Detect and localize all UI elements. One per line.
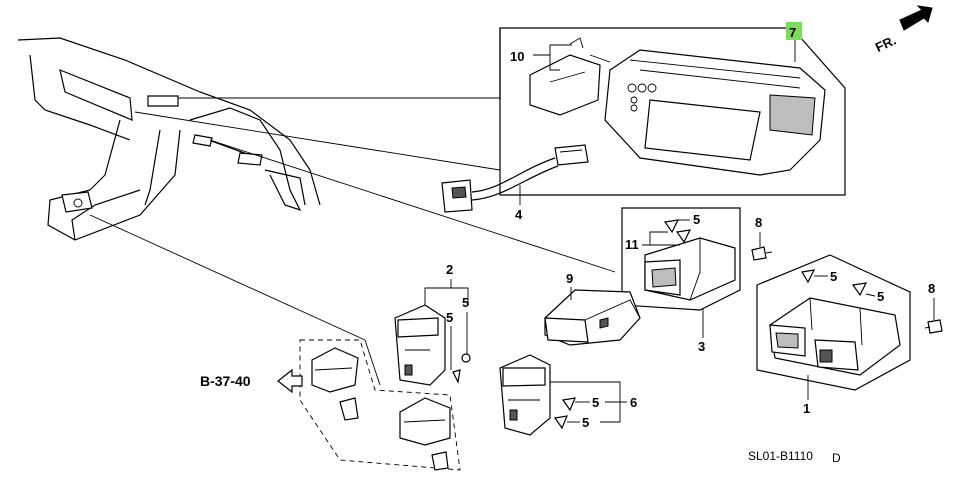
callout-2: 2 (446, 262, 453, 277)
drawing-revision: D (832, 451, 841, 465)
dashboard-outline (17, 37, 321, 241)
part-1-switch-assembly (769, 297, 901, 376)
callout-6: 6 (630, 395, 637, 410)
dashed-box (299, 339, 461, 471)
front-label: FR. (873, 32, 898, 54)
callout-11-leader (642, 231, 680, 246)
callout-5-c-leader (865, 293, 876, 297)
screw-icon (452, 353, 471, 384)
reference-arrow-icon (277, 368, 303, 394)
callout-3: 3 (698, 339, 705, 354)
screw-icon (801, 269, 868, 297)
callout-11: 11 (625, 237, 639, 252)
box-part-3 (621, 207, 741, 311)
callout-5-d: 5 (446, 310, 453, 325)
part-8-bolt-upper (751, 246, 773, 261)
callout-5-e: 5 (462, 295, 469, 310)
callout-5-f: 5 (592, 395, 599, 410)
callout-1: 1 (803, 401, 810, 416)
blank-cover-2 (399, 397, 451, 471)
callout-9: 9 (566, 271, 573, 286)
front-arrow-icon (899, 5, 933, 31)
box-part-1 (756, 254, 911, 391)
part-8-bolt-right (924, 319, 943, 334)
callout-7-highlight (786, 22, 802, 40)
callout-6-leader (550, 381, 627, 423)
screw-icon (663, 219, 692, 244)
callout-5-b: 5 (830, 269, 837, 284)
part-3-switch (644, 237, 736, 301)
callout-5-c: 5 (877, 289, 884, 304)
drawing-code: SL01-B1110 (748, 449, 813, 463)
part-7-cluster (604, 49, 826, 176)
reference-label: B-37-40 (200, 373, 251, 389)
leader-lines (89, 97, 616, 386)
callout-4: 4 (515, 207, 523, 222)
part-9-switch (544, 289, 641, 346)
part-2-switch (394, 304, 446, 386)
part-4-harness (441, 144, 589, 213)
callout-2-leader (424, 279, 469, 305)
box-part-7 (499, 27, 846, 196)
part-10-cover (529, 37, 611, 116)
screw-icon (553, 397, 576, 430)
callout-5-g: 5 (582, 415, 589, 430)
callout-8-a: 8 (755, 215, 762, 230)
part-6-switch (499, 354, 551, 436)
callout-10: 10 (510, 49, 524, 64)
callout-7: 7 (789, 25, 796, 40)
callout-10-leader (533, 44, 572, 71)
blank-cover-1 (311, 347, 359, 421)
callout-5-a: 5 (693, 212, 700, 227)
callout-8-b: 8 (928, 281, 935, 296)
